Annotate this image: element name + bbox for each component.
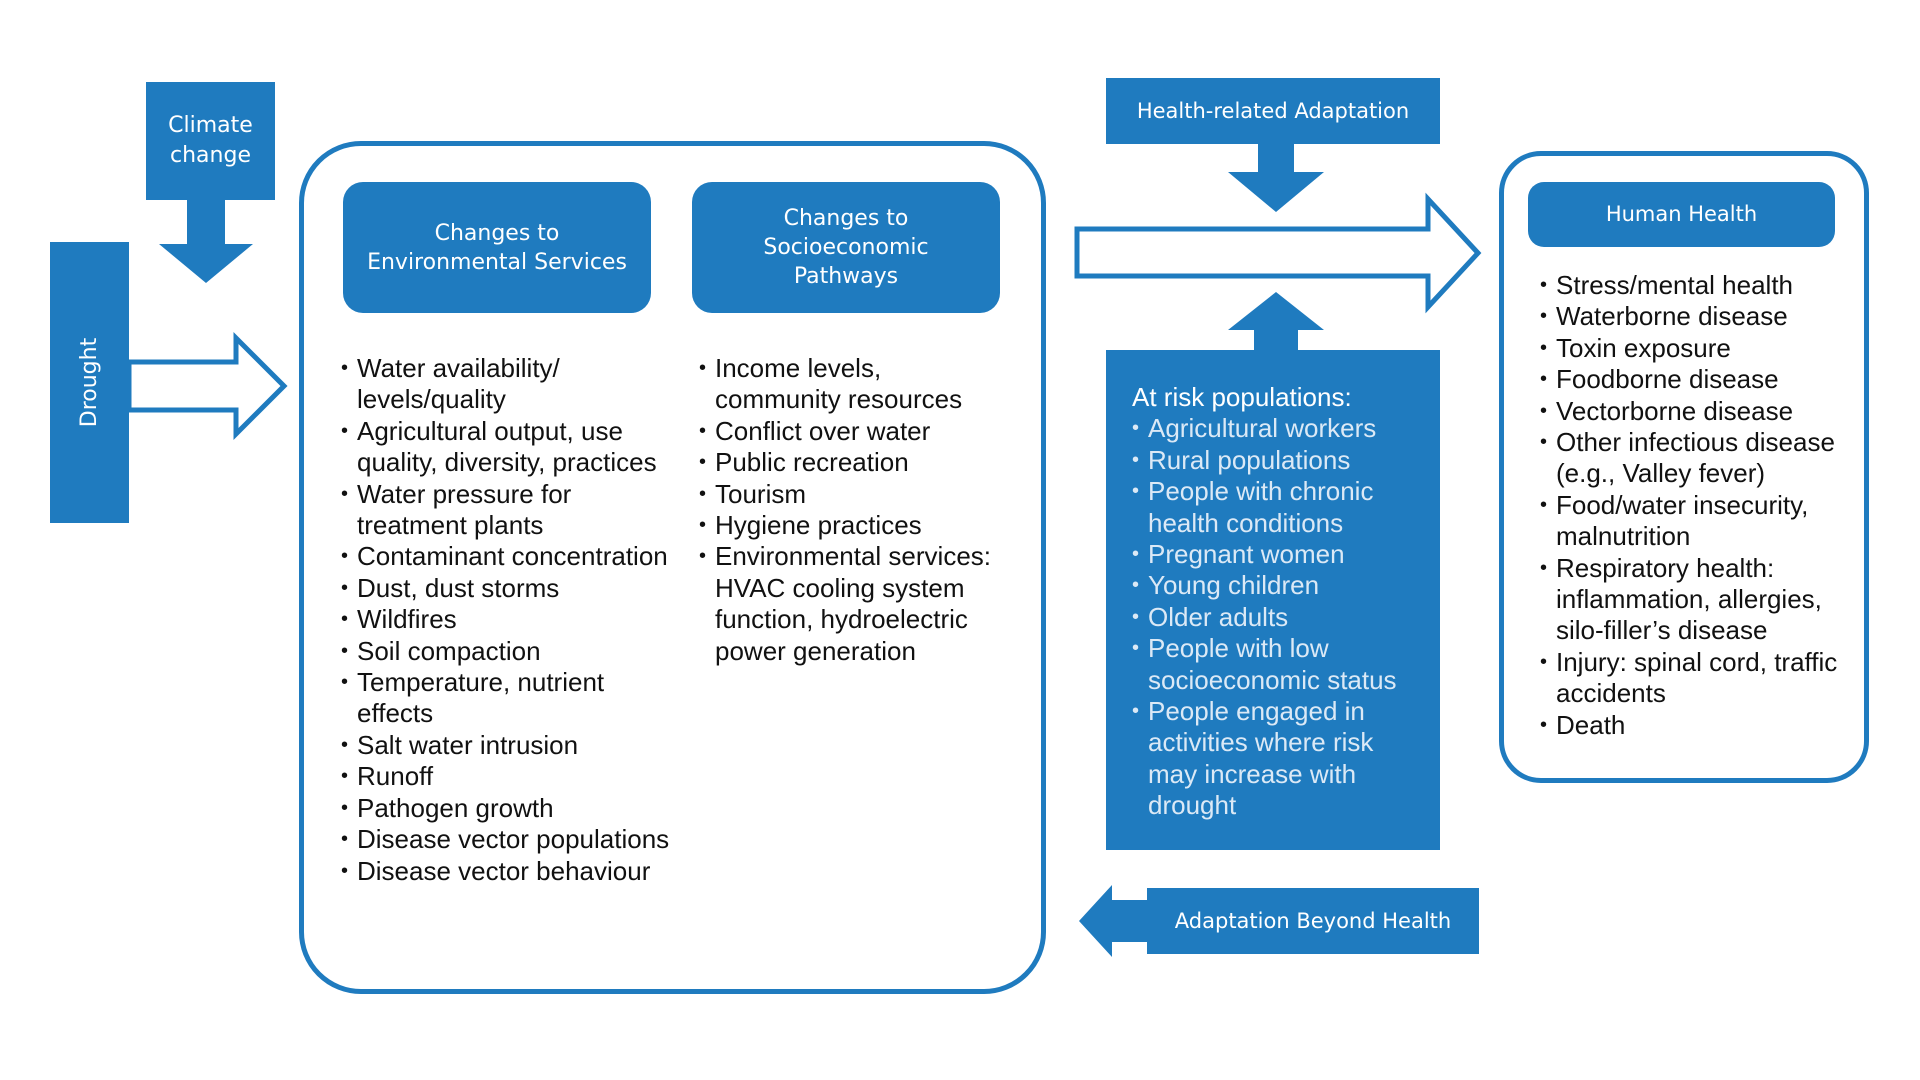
list-item: Death [1540,710,1860,742]
at-risk-populations-box: At risk populations: Agricultural worker… [1106,350,1440,850]
list-item: Runoff [341,761,681,793]
list-item: Other infectious disease (e.g., Valley f… [1540,427,1860,490]
socioeconomic-pathways-header: Changes to Socioeconomic Pathways [692,182,1000,313]
drought-label: Drought [77,337,103,428]
adaptation-down-arrow [1228,142,1324,212]
adaptation-left-arrow [1079,885,1150,957]
list-item: Food/water insecurity, malnutrition [1540,490,1860,553]
list-item: Soil compaction [341,636,681,668]
list-item: Agricultural workers [1132,413,1422,445]
at-risk-heading: At risk populations: [1132,382,1352,412]
at-risk-list: Agricultural workers Rural populations P… [1132,413,1422,821]
list-item: Water availability/ levels/quality [341,353,681,416]
list-item: Stress/mental health [1540,270,1860,302]
list-item: Temperature, nutrient effects [341,667,681,730]
list-item: Pregnant women [1132,539,1422,571]
environmental-services-title: Changes to Environmental Services [367,220,627,275]
environmental-services-header: Changes to Environmental Services [343,182,651,313]
list-item: Dust, dust storms [341,573,681,605]
socioeconomic-pathways-list: Income levels, community resources Confl… [699,353,1009,667]
list-item: Rural populations [1132,445,1422,477]
list-item: Agricultural output, use quality, divers… [341,416,681,479]
adaptation-beyond-health-box: Adaptation Beyond Health [1147,888,1479,954]
list-item: Public recreation [699,447,1009,479]
list-item: Contaminant concentration [341,541,681,573]
list-item: People engaged in activities where risk … [1132,696,1422,822]
list-item: Disease vector behaviour [341,856,681,888]
list-item: Tourism [699,479,1009,511]
at-risk-up-arrow [1228,292,1324,352]
list-item: Conflict over water [699,416,1009,448]
human-health-header: Human Health [1528,182,1835,247]
human-health-list: Stress/mental health Waterborne disease … [1540,270,1860,742]
environmental-services-list: Water availability/ levels/quality Agric… [341,353,681,887]
main-right-arrow [1074,192,1482,314]
climate-change-label: Climate change [168,113,253,168]
list-item: Income levels, community resources [699,353,1009,416]
adaptation-beyond-health-label: Adaptation Beyond Health [1174,909,1452,933]
list-item: Environmental services: HVAC cooling sys… [699,541,1009,667]
health-related-adaptation-label: Health-related Adaptation [1136,99,1410,123]
list-item: Waterborne disease [1540,301,1860,333]
list-item: Toxin exposure [1540,333,1860,365]
list-item: Older adults [1132,602,1422,634]
list-item: Wildfires [341,604,681,636]
list-item: Young children [1132,570,1422,602]
list-item: Injury: spinal cord, traffic accidents [1540,647,1860,710]
list-item: People with chronic health conditions [1132,476,1422,539]
drought-box: Drought [50,242,129,523]
drought-right-arrow [126,331,288,441]
list-item: Water pressure for treatment plants [341,479,681,542]
list-item: People with low socioeconomic status [1132,633,1422,696]
list-item: Disease vector populations [341,824,681,856]
list-item: Foodborne disease [1540,364,1860,396]
list-item: Respiratory health: inflammation, allerg… [1540,553,1860,647]
human-health-title: Human Health [1605,202,1758,226]
list-item: Vectorborne disease [1540,396,1860,428]
list-item: Hygiene practices [699,510,1009,542]
health-related-adaptation-box: Health-related Adaptation [1106,78,1440,144]
climate-change-box: Climate change [146,82,275,200]
list-item: Salt water intrusion [341,730,681,762]
socioeconomic-pathways-title: Changes to Socioeconomic Pathways [763,206,929,289]
climate-down-arrow [159,200,253,283]
list-item: Pathogen growth [341,793,681,825]
